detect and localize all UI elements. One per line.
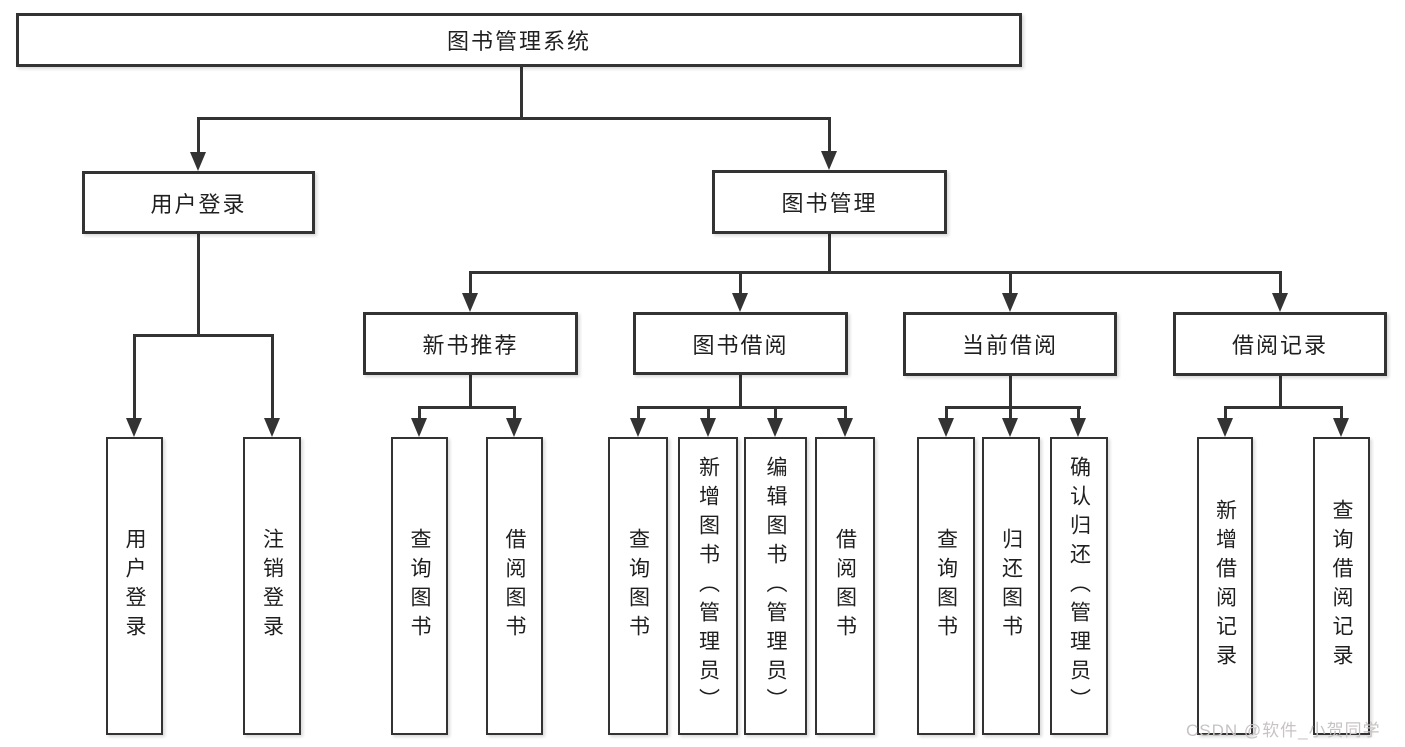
connector-line	[271, 334, 274, 419]
leaf-newbook-borrow-books: 借阅图书	[486, 437, 543, 735]
arrow-down-icon	[767, 418, 783, 437]
connector-line	[739, 375, 742, 409]
arrow-down-icon	[630, 418, 646, 437]
arrow-down-icon	[411, 418, 427, 437]
arrow-down-icon	[1272, 293, 1288, 312]
leaf-borrow-add-books-admin: 新增图书（管理员）	[678, 437, 738, 735]
connector-line	[774, 406, 777, 419]
node-label: 查询图书	[934, 528, 958, 644]
connector-line	[844, 406, 847, 419]
connector-line	[945, 406, 1081, 409]
node-label: 新书推荐	[422, 332, 519, 358]
connector-line	[520, 67, 523, 119]
connector-line	[469, 271, 472, 294]
connector-line	[1279, 271, 1282, 294]
connector-line	[513, 406, 516, 419]
node-label: 用户登录	[150, 191, 247, 217]
connector-line	[418, 406, 516, 409]
node-label: 查询图书	[408, 528, 431, 644]
connector-line	[1224, 406, 1343, 409]
node-label: 确认归还（管理员）	[1067, 455, 1091, 717]
leaf-newbook-query-books: 查询图书	[391, 437, 448, 735]
node-user-login: 用户登录	[82, 171, 315, 234]
connector-line	[1009, 376, 1012, 409]
node-label: 查询借阅记录	[1330, 499, 1353, 673]
connector-line	[1009, 271, 1012, 294]
leaf-borrow-query-books: 查询图书	[608, 437, 668, 735]
connector-line	[197, 117, 200, 153]
arrow-down-icon	[126, 418, 142, 437]
node-label: 新增借阅记录	[1213, 499, 1237, 673]
leaf-borrow-borrow-books: 借阅图书	[815, 437, 875, 735]
node-label: 编辑图书（管理员）	[764, 455, 787, 717]
node-label: 查询图书	[626, 528, 650, 644]
arrow-down-icon	[1217, 418, 1233, 437]
node-current-borrow: 当前借阅	[903, 312, 1117, 376]
arrow-down-icon	[264, 418, 280, 437]
node-label: 图书管理系统	[446, 29, 591, 54]
leaf-current-return-books: 归还图书	[982, 437, 1040, 735]
node-label: 注销登录	[260, 528, 284, 644]
node-borrow-records: 借阅记录	[1173, 312, 1387, 376]
arrow-down-icon	[1002, 418, 1018, 437]
connector-line	[828, 117, 831, 153]
connector-line	[1077, 406, 1080, 419]
node-label: 用户登录	[123, 528, 146, 644]
arrow-down-icon	[1070, 418, 1086, 437]
node-new-book-recommend: 新书推荐	[363, 312, 578, 375]
connector-line	[133, 334, 136, 419]
leaf-current-query-books: 查询图书	[917, 437, 975, 735]
leaf-records-add-record: 新增借阅记录	[1197, 437, 1253, 735]
leaf-logout: 注销登录	[243, 437, 301, 735]
node-label: 归还图书	[999, 528, 1023, 644]
connector-line	[1279, 376, 1282, 409]
node-label: 当前借阅	[961, 333, 1058, 358]
arrow-down-icon	[506, 418, 522, 437]
connector-line	[1224, 406, 1227, 419]
connector-line	[197, 234, 200, 337]
connector-line	[469, 271, 1282, 274]
arrow-down-icon	[700, 418, 716, 437]
leaf-borrow-edit-books-admin: 编辑图书（管理员）	[744, 437, 807, 735]
leaf-user-login: 用户登录	[106, 437, 163, 735]
arrow-down-icon	[821, 151, 837, 170]
arrow-down-icon	[732, 293, 748, 312]
arrow-down-icon	[938, 418, 954, 437]
node-book-borrow: 图书借阅	[633, 312, 848, 375]
node-label: 借阅图书	[503, 528, 526, 644]
node-label: 借阅记录	[1231, 333, 1328, 358]
connector-line	[133, 334, 274, 337]
arrow-down-icon	[1333, 418, 1349, 437]
connector-line	[197, 117, 831, 120]
connector-line	[739, 271, 742, 294]
arrow-down-icon	[1002, 293, 1018, 312]
connector-line	[707, 406, 710, 419]
node-label: 图书借阅	[692, 332, 789, 358]
node-label: 图书管理	[781, 191, 878, 216]
connector-line	[945, 406, 948, 419]
watermark: CSDN @软件_小贺同学	[1186, 721, 1381, 740]
leaf-current-confirm-return-admin: 确认归还（管理员）	[1050, 437, 1108, 735]
arrow-down-icon	[190, 152, 206, 171]
arrow-down-icon	[462, 293, 478, 312]
arrow-down-icon	[837, 418, 853, 437]
connector-line	[637, 406, 847, 409]
node-root: 图书管理系统	[16, 13, 1022, 67]
node-label: 新增图书（管理员）	[696, 455, 720, 717]
node-label: 借阅图书	[833, 528, 857, 644]
node-book-management: 图书管理	[712, 170, 947, 234]
leaf-records-query-record: 查询借阅记录	[1313, 437, 1370, 735]
connector-line	[1009, 406, 1012, 419]
connector-line	[637, 406, 640, 419]
connector-line	[469, 375, 472, 409]
connector-line	[1340, 406, 1343, 419]
connector-line	[828, 234, 831, 274]
connector-line	[418, 406, 421, 419]
